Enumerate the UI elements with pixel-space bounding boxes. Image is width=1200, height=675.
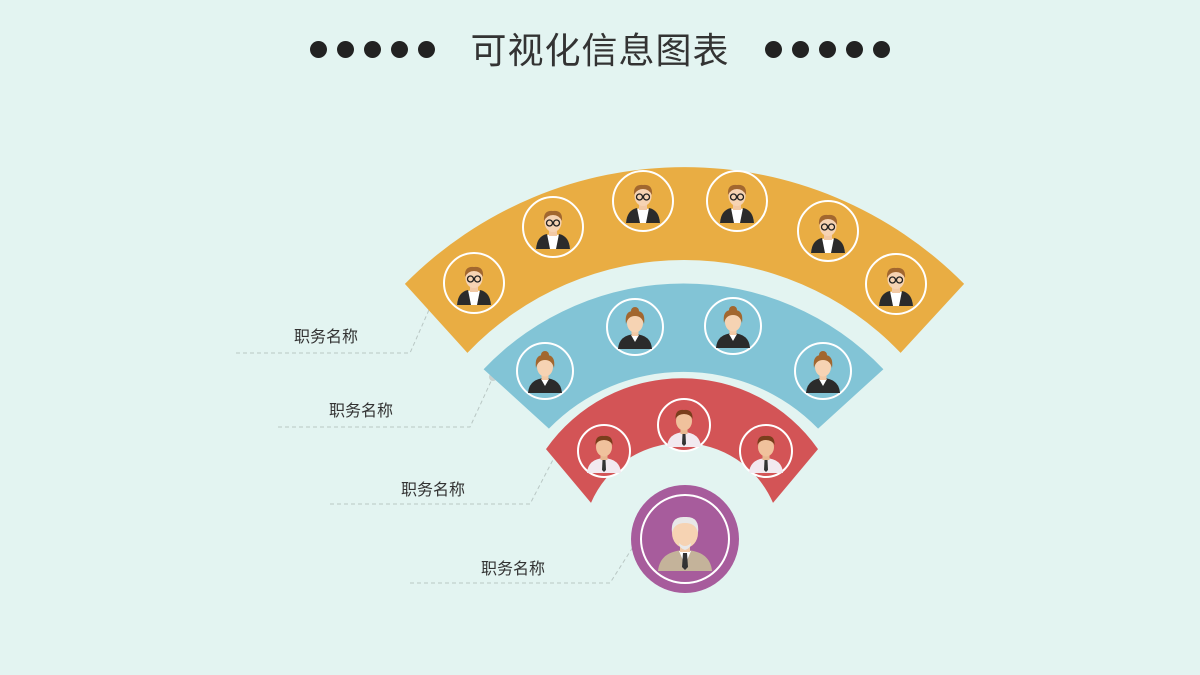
tier1-label: 职务名称 (293, 327, 358, 346)
staff-avatar-icon (606, 298, 664, 356)
connector-tier1 (236, 302, 433, 354)
staff-avatar-icon (706, 170, 768, 232)
staff-avatar-icon (704, 297, 762, 355)
tier2-label: 职务名称 (328, 401, 393, 420)
staff-avatar-icon (797, 200, 859, 262)
staff-avatar-icon (865, 253, 927, 315)
connector-lines (236, 302, 634, 584)
page-title: 可视化信息图表 (0, 22, 1200, 74)
leader-avatar-icon (631, 485, 739, 593)
connector-tier2 (278, 376, 494, 428)
staff-avatar-icon (612, 170, 674, 232)
connector-tier4 (410, 546, 634, 584)
staff-avatar-icon (657, 398, 711, 452)
staff-avatar-icon (739, 424, 793, 478)
tier2-arc-band (483, 283, 884, 429)
staff-avatar-icon (522, 196, 584, 258)
tier2-avatars (516, 297, 852, 400)
staff-avatar-icon (794, 342, 852, 400)
staff-avatar-icon (443, 252, 505, 314)
title-dots-left (305, 28, 440, 69)
tier1-avatars (443, 170, 927, 315)
tier3-avatars (577, 398, 793, 478)
staff-avatar-icon (577, 424, 631, 478)
title-text: 可视化信息图表 (470, 31, 730, 72)
staff-avatar-icon (516, 342, 574, 400)
title-dots-right (760, 28, 895, 69)
tier3-label: 职务名称 (400, 480, 465, 499)
connector-tier3 (330, 453, 557, 505)
tier4-label: 职务名称 (480, 559, 545, 578)
